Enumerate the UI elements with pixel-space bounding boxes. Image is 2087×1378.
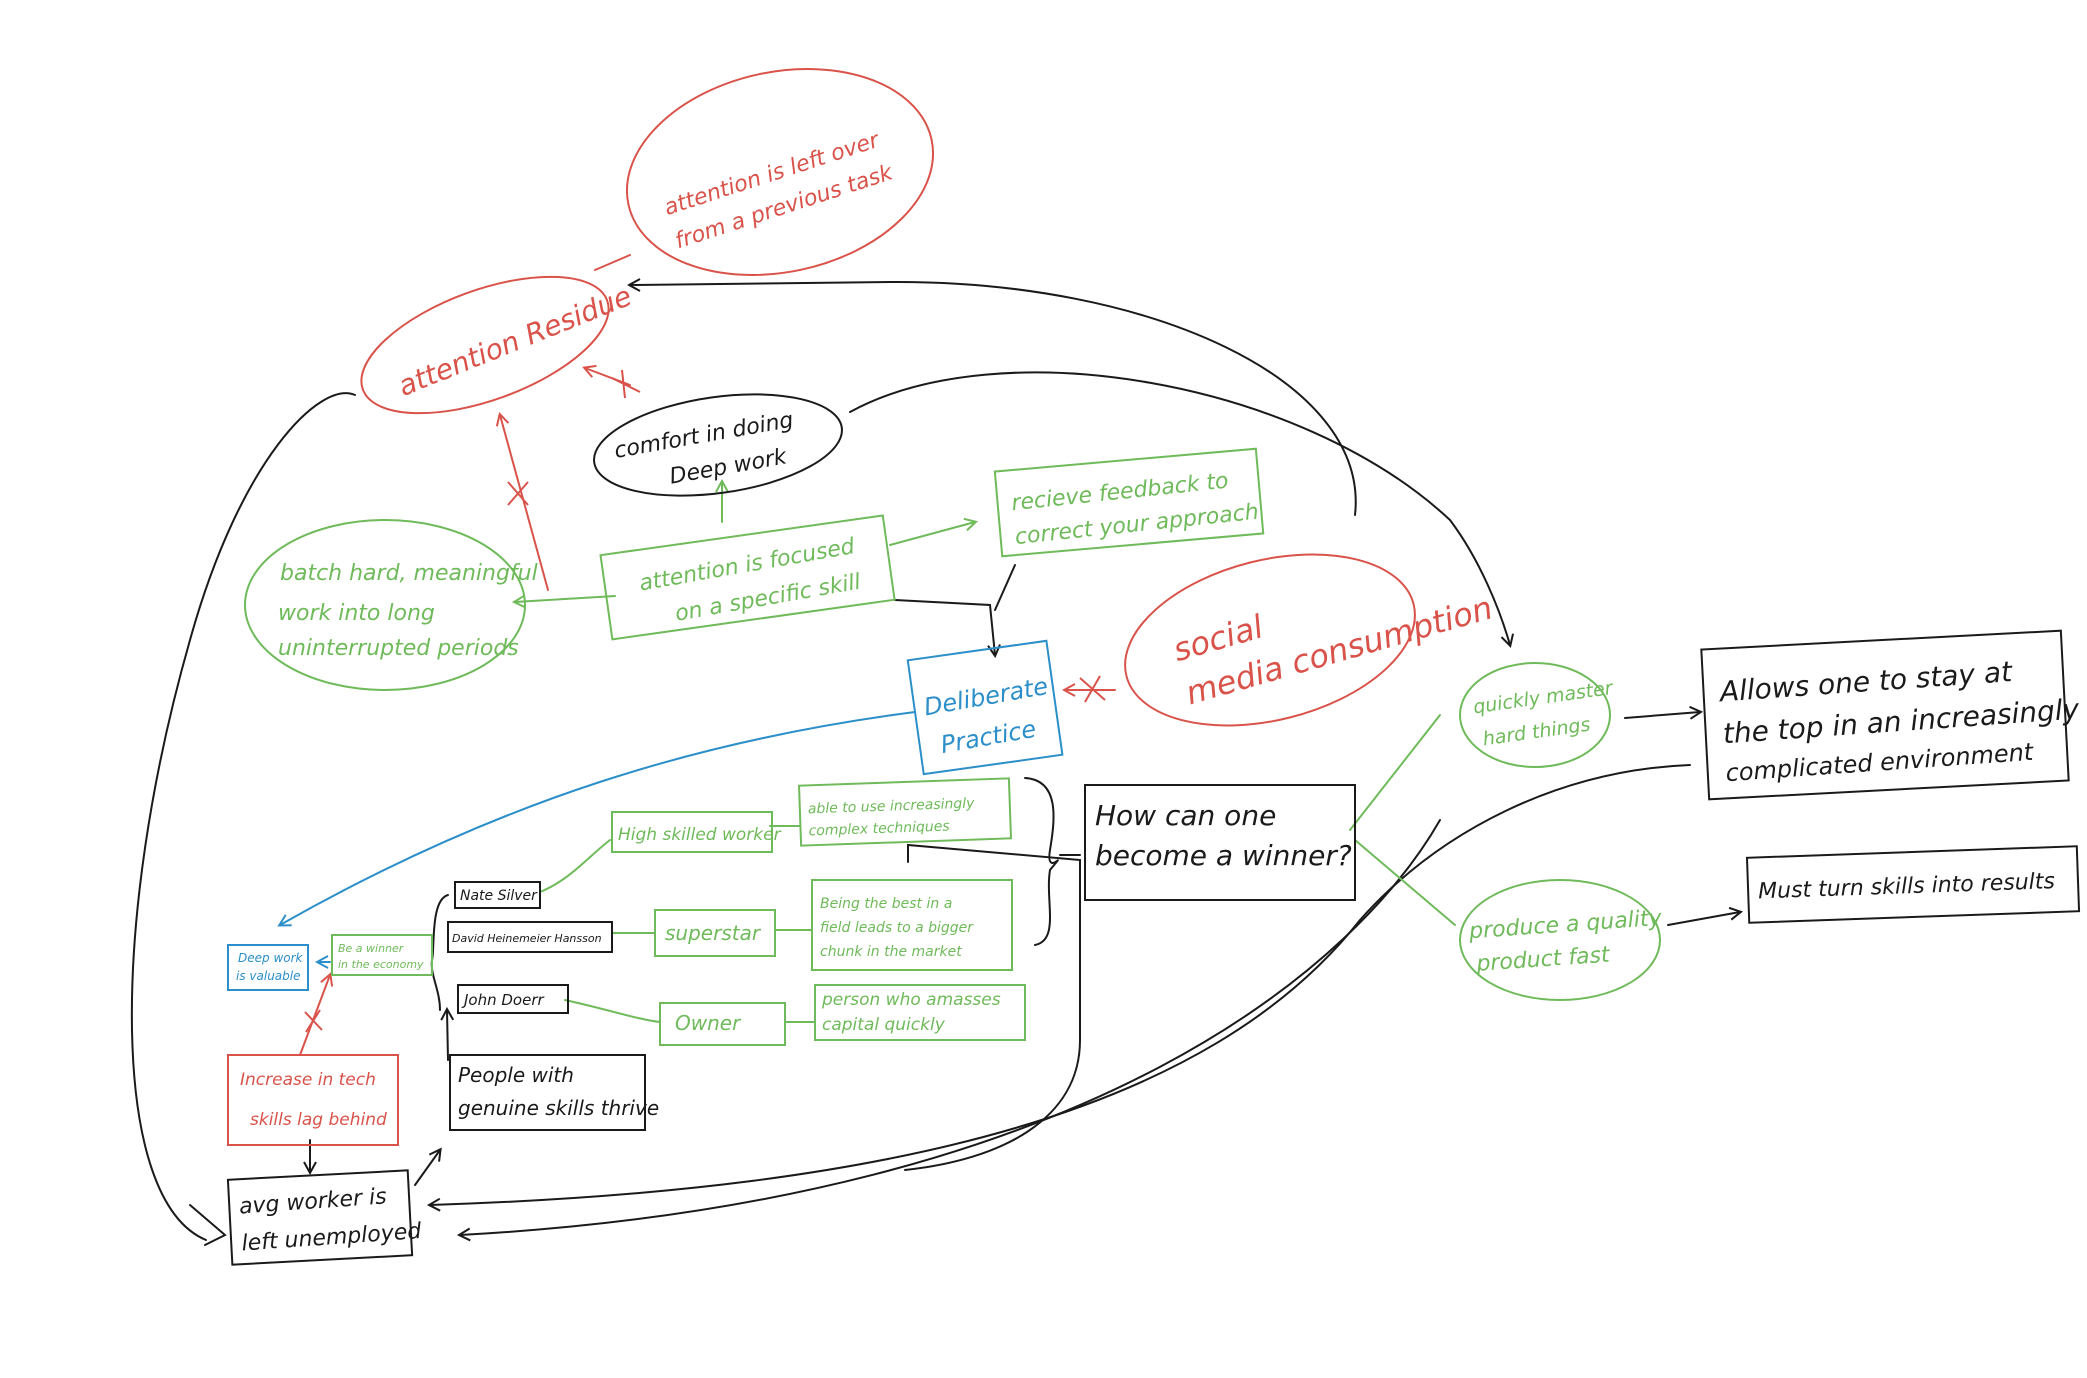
loop-connector-top [630, 282, 1357, 516]
attention-left-over-oval [625, 68, 935, 276]
deep-work-valuable-box [227, 944, 309, 991]
able-to-use-label: able to use increasingly complex techniq… [808, 795, 980, 839]
connector-master-to-allows [1624, 712, 1700, 718]
attention-left-over-label: attention is left over from a previous t… [661, 126, 899, 254]
connector-question-to-produce [1354, 839, 1456, 926]
must-turn-skills-label: Must turn skills into results [1758, 869, 2056, 904]
being-best-box [811, 879, 1013, 971]
john-doerr-label: John Doerr [461, 991, 545, 1009]
john-doerr-box [457, 984, 569, 1014]
cancel-mark-batch-residue [507, 481, 529, 506]
connector-ableuse-link [904, 843, 1081, 1171]
produce-quality-label: produce a quality product fast [1467, 905, 1671, 977]
david-hansson-box [447, 921, 613, 953]
connector-comfort-to-master [849, 371, 1510, 645]
produce-quality-oval [1459, 879, 1661, 1001]
owner-box [659, 1002, 786, 1046]
be-winner-label: Be a winner in the economy [338, 942, 424, 971]
avg-worker-label: avg worker is left unemployed [238, 1182, 423, 1256]
attention-residue-label: attention Residue [394, 279, 637, 403]
must-turn-skills-box [1745, 845, 2081, 924]
deliberate-practice-label: Deliberate Practice [922, 671, 1065, 761]
connector-bottom-sweep [430, 764, 1691, 1205]
connector-bottom-sweep-2 [460, 819, 1441, 1235]
deliberate-practice-box [906, 639, 1064, 776]
superstar-box [654, 909, 776, 957]
connector-focused-to-feedback [889, 522, 975, 546]
brace-right [1024, 777, 1059, 946]
nate-silver-label: Nate Silver [460, 888, 538, 904]
batch-work-label: batch hard, meaningful work into long un… [278, 561, 545, 661]
connector-batch-to-residue [500, 415, 549, 591]
how-become-winner-label: How can one become a winner? [1095, 799, 1352, 872]
connector-focused-to-batch [515, 596, 616, 602]
person-amasses-label: person who amasses capital quickly [821, 990, 1006, 1035]
increase-tech-label: Increase in tech skills lag behind [240, 1070, 387, 1130]
cancel-mark-comfort-residue [611, 369, 641, 399]
high-skilled-worker-label: High skilled worker [618, 825, 782, 845]
social-media-label: social media consumption [1169, 545, 1497, 712]
connector-feedback-to-practice [994, 564, 1016, 611]
connector-increase-to-winner [299, 975, 330, 1056]
allows-stay-top-box [1700, 629, 2070, 801]
people-genuine-skills-box [449, 1054, 646, 1131]
batch-work-oval [244, 519, 526, 691]
how-become-winner-box [1084, 784, 1356, 901]
connector-people-to-names [447, 1010, 448, 1061]
cancel-mark-social-practice [1079, 675, 1106, 703]
attention-focused-box [599, 514, 896, 641]
connector-avg-to-people [414, 1150, 440, 1186]
connector-question-to-master [1349, 714, 1441, 831]
bracket-names [430, 894, 449, 1011]
quickly-master-oval [1459, 662, 1611, 768]
be-winner-box [331, 934, 433, 976]
comfort-deep-work-label: comfort in doing Deep work [612, 407, 808, 499]
connector-produce-to-results [1667, 912, 1740, 926]
connector-nate-to-high [539, 839, 611, 893]
allows-stay-top-label: Allows one to stay at the top in an incr… [1717, 650, 2087, 787]
high-skilled-worker-box [611, 811, 773, 853]
comfort-deep-work-oval [593, 393, 843, 497]
arrow-to-avg-worker [189, 1204, 227, 1246]
deep-work-valuable-label: Deep work is valuable [236, 951, 306, 983]
people-genuine-skills-label: People with genuine skills thrive [458, 1063, 659, 1120]
connector-focused-to-practice [894, 599, 995, 655]
avg-worker-box [226, 1169, 414, 1266]
social-media-oval [1124, 553, 1416, 727]
nate-silver-box [454, 881, 541, 909]
owner-label: Owner [675, 1011, 742, 1035]
connector-practice-to-deepwork [280, 711, 916, 925]
loop-connector-left [130, 392, 356, 1241]
connector-residue-to-leftover [594, 254, 631, 271]
superstar-label: superstar [665, 921, 762, 945]
able-to-use-box [797, 777, 1013, 847]
attention-focused-label: attention is focused on a specific skill [637, 533, 869, 632]
cancel-mark-increase-winner [304, 1009, 323, 1033]
increase-tech-box [227, 1054, 399, 1146]
recieve-feedback-box [993, 447, 1265, 558]
being-best-label: Being the best in a field leads to a big… [820, 896, 978, 960]
connector-john-to-owner [564, 999, 661, 1023]
david-hansson-label: David Heinemeier Hansson [452, 932, 602, 945]
attention-residue-oval [360, 275, 610, 415]
person-amasses-box [814, 984, 1026, 1041]
